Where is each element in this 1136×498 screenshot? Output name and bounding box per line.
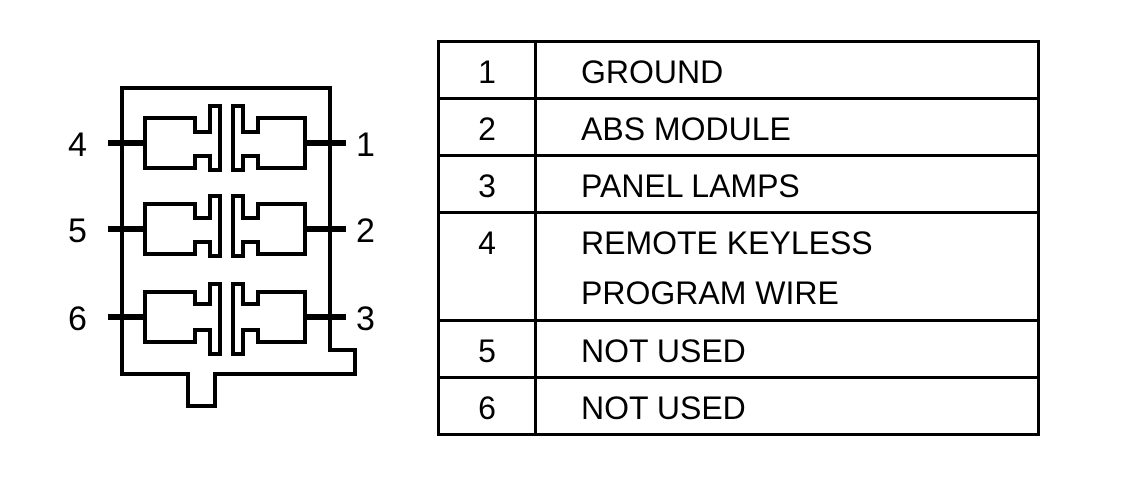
pin-description-cell: GROUND: [534, 40, 1040, 100]
terminal-cavity-6: [143, 282, 222, 356]
pin-description-cell: NOT USED: [534, 319, 1040, 379]
pin-description-cell: ABS MODULE: [534, 97, 1040, 157]
pin-number-cell: 6: [437, 376, 537, 436]
connector-diagram: 4 5 6 1 2 3: [68, 86, 375, 408]
pin-description-cell: REMOTE KEYLESS PROGRAM WIRE: [534, 211, 1040, 322]
pin-assignment-table: 1 GROUND 2 ABS MODULE 3 PANEL LAMPS 4 RE…: [437, 40, 1040, 436]
pin-label-right: 2: [356, 212, 375, 250]
pin-number-cell: 2: [437, 97, 537, 157]
pin-description-cell: PANEL LAMPS: [534, 154, 1040, 214]
pin-number-cell: 1: [437, 40, 537, 100]
pin-number-cell: 5: [437, 319, 537, 379]
terminal-cavity-5: [143, 194, 222, 258]
table-row: 6 NOT USED: [437, 376, 1040, 436]
pin-label-left: 4: [68, 126, 87, 164]
pin-description-cell: NOT USED: [534, 376, 1040, 436]
pin-number-cell: 3: [437, 154, 537, 214]
table-row: 4 REMOTE KEYLESS PROGRAM WIRE: [437, 211, 1040, 322]
terminal-cavity-3: [231, 282, 307, 356]
table-row: 3 PANEL LAMPS: [437, 154, 1040, 214]
terminal-cavity-2: [231, 194, 307, 258]
table-row: 1 GROUND: [437, 40, 1040, 100]
terminal-cavity-4: [143, 104, 222, 172]
pin-label-right: 1: [356, 126, 375, 164]
table-row: 2 ABS MODULE: [437, 97, 1040, 157]
table-row: 5 NOT USED: [437, 319, 1040, 379]
pin-label-right: 3: [356, 300, 375, 338]
pin-label-left: 5: [68, 212, 87, 250]
connector-housing: [120, 86, 357, 408]
terminal-cavity-1: [231, 104, 307, 172]
pin-number-cell: 4: [437, 211, 537, 322]
pin-label-left: 6: [68, 300, 87, 338]
